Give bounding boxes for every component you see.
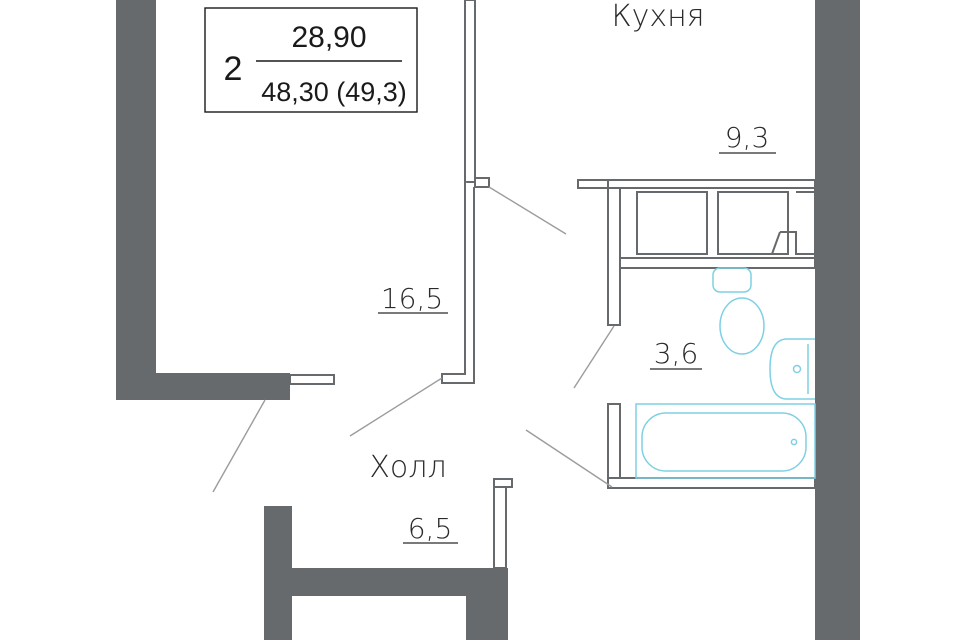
room-labels: Кухня 9,3 16,5 3,6 Холл 6,5 xyxy=(369,0,776,545)
partition-kitchen-bottom xyxy=(607,179,816,189)
door-bathroom xyxy=(573,325,615,389)
partition-bedroom-jamb-top xyxy=(474,177,490,188)
kitchen-area: 9,3 xyxy=(725,121,770,154)
partitions xyxy=(289,0,816,569)
wall-bedroom-bottom xyxy=(116,373,290,400)
partition-bath-bottom xyxy=(607,477,816,489)
bedroom-area: 16,5 xyxy=(381,282,443,315)
door-bedroom-hall xyxy=(349,377,443,437)
partition-bath-left-bottom xyxy=(607,403,621,489)
partition-hall-right-cap xyxy=(493,478,513,488)
hall-name: Холл xyxy=(369,450,446,485)
sink-icon xyxy=(769,338,815,400)
partition-kitchen-jamb xyxy=(577,179,609,189)
partition-bedroom-right xyxy=(464,0,476,183)
toilet-icon xyxy=(712,267,765,355)
kitchen-cabinet-icon xyxy=(619,187,816,259)
door-bathroom-lower xyxy=(525,429,613,488)
partition-bedroom-lower-line xyxy=(441,182,475,384)
hall-area: 6,5 xyxy=(408,512,453,545)
wall-left xyxy=(116,0,156,400)
wall-right xyxy=(815,0,860,640)
wall-hall-bottom xyxy=(264,568,496,596)
badge-living-area: 28,90 xyxy=(291,21,366,54)
doors xyxy=(212,186,615,493)
bathroom-area: 3,6 xyxy=(654,337,699,370)
badge-total-area: 48,30 (49,3) xyxy=(261,77,407,107)
kitchen-name: Кухня xyxy=(611,0,704,34)
apartment-badge: 2 28,90 48,30 (49,3) xyxy=(204,7,418,113)
wall-hall-right xyxy=(466,568,508,640)
partition-bedroom-door-jamb xyxy=(289,374,335,385)
door-bedroom xyxy=(488,186,567,235)
badge-rooms: 2 xyxy=(224,50,243,88)
partition-hall-right xyxy=(493,478,507,569)
bathtub-icon xyxy=(635,403,816,479)
partition-bath-left-top xyxy=(607,187,621,326)
walls xyxy=(116,0,860,640)
badge-frame xyxy=(204,7,418,113)
door-balcony xyxy=(212,399,266,493)
partition-kitchen-bath xyxy=(607,257,816,269)
